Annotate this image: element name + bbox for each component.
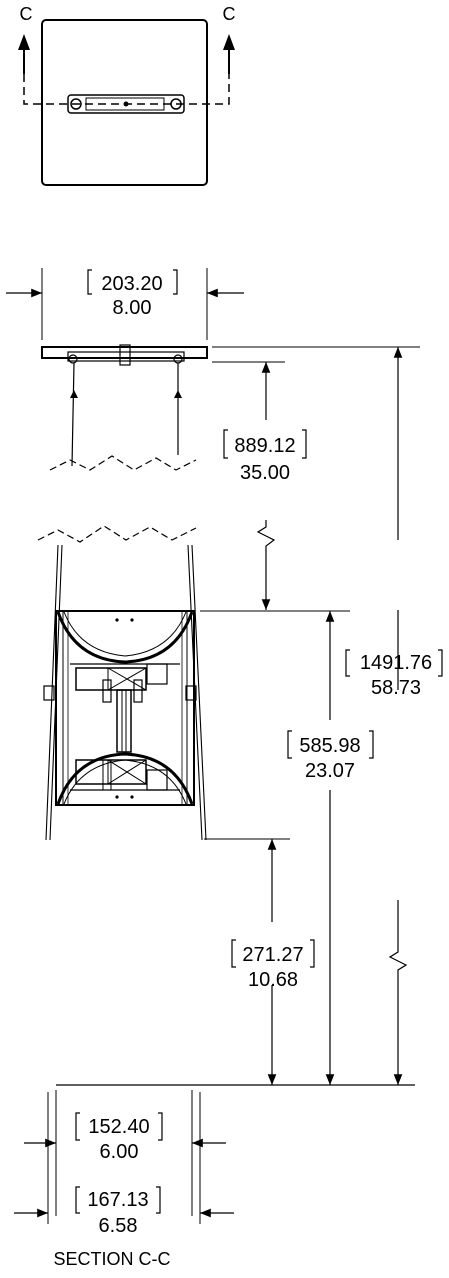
inner-width-in: 6.00 bbox=[100, 1141, 139, 1163]
section-marker-right: C bbox=[223, 4, 236, 24]
body-height-in: 23.07 bbox=[305, 760, 355, 782]
section-title: SECTION C-C bbox=[54, 1249, 171, 1269]
overall-height-in: 58.73 bbox=[371, 677, 421, 699]
outer-width-mm: 167.13 bbox=[87, 1189, 148, 1211]
dimension-overall-height: 1491.76 58.73 bbox=[345, 347, 443, 1085]
rod-length-mm: 889.12 bbox=[234, 435, 295, 457]
rod-length-in: 35.00 bbox=[240, 462, 290, 484]
dimension-body-height: 585.98 23.07 bbox=[200, 610, 374, 1085]
fixture-housing bbox=[55, 610, 195, 806]
fixture-section bbox=[43, 544, 207, 841]
lower-height-in: 10.68 bbox=[248, 969, 298, 991]
section-cut-line bbox=[23, 74, 230, 105]
overall-height-mm: 1491.76 bbox=[360, 652, 432, 674]
upper-reflector bbox=[56, 611, 194, 664]
top-width-mm: 203.20 bbox=[101, 273, 162, 295]
break-line-upper bbox=[49, 455, 197, 471]
section-marker-left: C bbox=[20, 4, 33, 24]
body-height-mm: 585.98 bbox=[299, 735, 360, 757]
lower-reflector bbox=[56, 752, 194, 805]
dimension-outer-width: 167.13 6.58 bbox=[14, 1092, 234, 1237]
dimension-rod-length: 889.12 35.00 bbox=[212, 346, 420, 610]
canopy-plate-plan bbox=[41, 19, 208, 186]
dimension-lower-height: 271.27 10.68 bbox=[204, 838, 315, 1085]
inner-width-mm: 152.40 bbox=[88, 1116, 149, 1138]
center-column bbox=[116, 689, 132, 753]
break-line-lower bbox=[37, 525, 197, 543]
top-width-in: 8.00 bbox=[113, 297, 152, 319]
dimension-inner-width: 152.40 6.00 bbox=[24, 1090, 226, 1216]
lower-height-mm: 271.27 bbox=[242, 944, 303, 966]
dimension-top-width: 203.20 8.00 bbox=[6, 268, 244, 340]
outer-width-in: 6.58 bbox=[99, 1215, 138, 1237]
canopy-side-view bbox=[41, 344, 208, 366]
lower-driver-box bbox=[75, 759, 147, 785]
suspension-cables-upper bbox=[49, 362, 197, 471]
plan-view: C C bbox=[18, 4, 236, 186]
